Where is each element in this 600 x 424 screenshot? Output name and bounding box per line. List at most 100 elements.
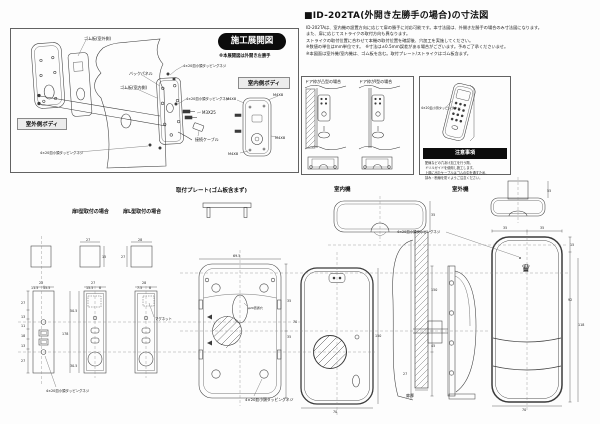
- dim-label: 8: [99, 286, 102, 290]
- dim-label: 50.5: [70, 309, 78, 313]
- page-title: ■ID-202TA(外開き左勝手の場合)の寸法図: [304, 11, 489, 21]
- text-line: ID-202TAは、室内機の設置方向に応じて扉の勝手に対応可能です。本寸法図は、…: [306, 25, 542, 30]
- text-line: 上部に出たケーブルはゴムの中を通すため、: [425, 170, 489, 175]
- dim-label: 27: [21, 359, 26, 363]
- text-line: ドリルガイドを使用し施工します。: [425, 165, 476, 170]
- dim-label: 35: [431, 213, 436, 217]
- exploded-indoor-body: [234, 97, 272, 157]
- mounting-plate-top-view: [202, 202, 252, 218]
- callout-label: M4X8: [273, 93, 284, 97]
- dim-label: 69.5: [233, 254, 241, 258]
- dim-label: 55: [547, 189, 552, 193]
- dim-label: 28: [138, 238, 143, 242]
- text-line: ストライクの取付位置に合わせて本機の取付位置を確認後、穴加工を実施してください。: [306, 37, 474, 43]
- dim-label: 13: [21, 344, 26, 348]
- exploded-door: [94, 38, 167, 169]
- text-line: ※数値の単位はmm単位です。 ※寸法は±0.5mm誤差がある場合がございます。予…: [306, 44, 509, 50]
- dim-label: 30.5: [70, 364, 78, 368]
- dim-label: 70: [522, 408, 527, 412]
- callout-label: マグネット: [155, 317, 172, 321]
- dim-label: 150: [431, 288, 438, 292]
- callout-label: 室内機: [334, 187, 351, 193]
- dim-label: 18: [21, 334, 26, 338]
- dim-label: 150: [375, 334, 382, 338]
- caution-lock-drawing: [442, 83, 476, 142]
- outdoor-body-label: 室外側ボディ: [17, 118, 67, 130]
- dim-label: 35: [287, 335, 292, 339]
- text-line: 配線などの穴あけ加工を行う際。: [425, 161, 473, 165]
- callout-label: 4×20皿小頭タッピングネジ: [397, 230, 441, 234]
- caution-header: 注意事項: [423, 148, 507, 159]
- dim-label: 27: [91, 281, 96, 285]
- outdoor-unit-top-view: [490, 180, 549, 217]
- callout-label: 4×20皿小頭タッピングネジ: [421, 106, 461, 110]
- callout-label: 取付プレート(ゴム板含まず): [176, 188, 248, 194]
- door-frame-diagram-convex: [304, 84, 347, 170]
- center-lines: [18, 177, 568, 416]
- callout-label: M4X8: [226, 97, 237, 101]
- dim-label: 15.5: [43, 286, 51, 290]
- dim-label: 27: [121, 255, 126, 259]
- dim-label: 27: [86, 238, 91, 242]
- callout-label: M3X25: [202, 110, 216, 115]
- dim-label: 11.5: [31, 286, 39, 290]
- dim-label: 178: [62, 332, 69, 336]
- door-frame-diagram-flat: [358, 84, 401, 170]
- dim-label: 23: [39, 281, 44, 285]
- indoor-unit-front-view: [300, 267, 379, 409]
- exploded-outdoor-body: [31, 42, 66, 109]
- exploded-cable-connector: [177, 122, 205, 141]
- exploded-view-badge: 施工展開図: [218, 33, 286, 50]
- callout-label: 4×20皿小頭タッピングネジ: [40, 151, 84, 155]
- callout-label: φ20貫通穴: [248, 306, 263, 310]
- text-line: また、扉に応じてストライクの取付方向も異なります。: [306, 31, 411, 37]
- callout-label: 接続ケーブル: [195, 137, 219, 142]
- dim-label: 27: [21, 301, 26, 305]
- callout-label: 4×20皿小頭タッピングネジ: [245, 397, 294, 402]
- dim-label: 11: [21, 324, 26, 328]
- mounting-plate-front-view: [198, 258, 288, 399]
- strike-plate-drawings: [26, 241, 158, 388]
- callout-label: 扉L型取付の場合: [123, 209, 162, 215]
- dim-label: 70: [333, 410, 338, 414]
- caution-box-frame: [419, 76, 511, 175]
- outdoor-unit-front-view: [445, 229, 579, 407]
- dim-label: 35: [503, 226, 508, 230]
- text-line: 挟み・断線を防ぐようご注意ください。: [425, 175, 483, 180]
- dim-label: 15.5: [86, 286, 94, 290]
- callout-label: 4×20皿小頭タッピングネジ: [183, 64, 227, 68]
- exploded-back-panel: [156, 77, 184, 145]
- exploded-leader-lines: [77, 39, 279, 154]
- callout-label: ドア枠が凸型の場合: [305, 79, 341, 84]
- exploded-screws: [37, 72, 197, 150]
- callout-label: 室外機: [452, 187, 469, 193]
- notes-block: ID-202TAは、室内機の設置方向に応じて扉の勝手に対応可能です。本寸法図は、…: [306, 25, 542, 57]
- callout-label: 4×20皿小頭タッピングネジ: [186, 97, 230, 101]
- callout-label: M4X8: [275, 136, 286, 140]
- dim-label: 45: [431, 344, 436, 348]
- indoor-body-label: 室内側ボディ: [238, 77, 290, 89]
- callout-label: M4X8: [228, 152, 239, 156]
- dim-label: 8: [149, 286, 152, 290]
- callout-label: 扉厚: [406, 393, 414, 398]
- exploded-rubber-plate-outdoor: [67, 52, 93, 117]
- door-section-side-view: [392, 231, 477, 401]
- dim-label: 13: [21, 315, 26, 319]
- dim-label: 7.5: [137, 286, 143, 290]
- dim-label: 92: [568, 298, 573, 302]
- dim-label: 118: [578, 323, 585, 327]
- dim-label: 27: [403, 372, 408, 376]
- dim-label: 70: [293, 320, 298, 324]
- callout-label: 扉I型取付の場合: [72, 209, 109, 215]
- callout-label: 4×20皿小頭タッピングネジ: [46, 389, 90, 393]
- callout-label: ゴム板(室内側): [120, 85, 148, 90]
- dim-label: 15: [570, 243, 575, 247]
- text-line: ※本図面は室外機/室内機は、ゴム板を含む。取付プレート/ストライクはゴム板含まず…: [306, 50, 471, 56]
- exploded-view-badge-note: ※本展開図は外開き左勝手: [219, 54, 271, 59]
- exploded-view-frame: [10, 28, 299, 173]
- dim-label: 15: [102, 255, 107, 259]
- dim-label: 28: [142, 281, 147, 285]
- callout-label: バックパネル: [129, 71, 153, 76]
